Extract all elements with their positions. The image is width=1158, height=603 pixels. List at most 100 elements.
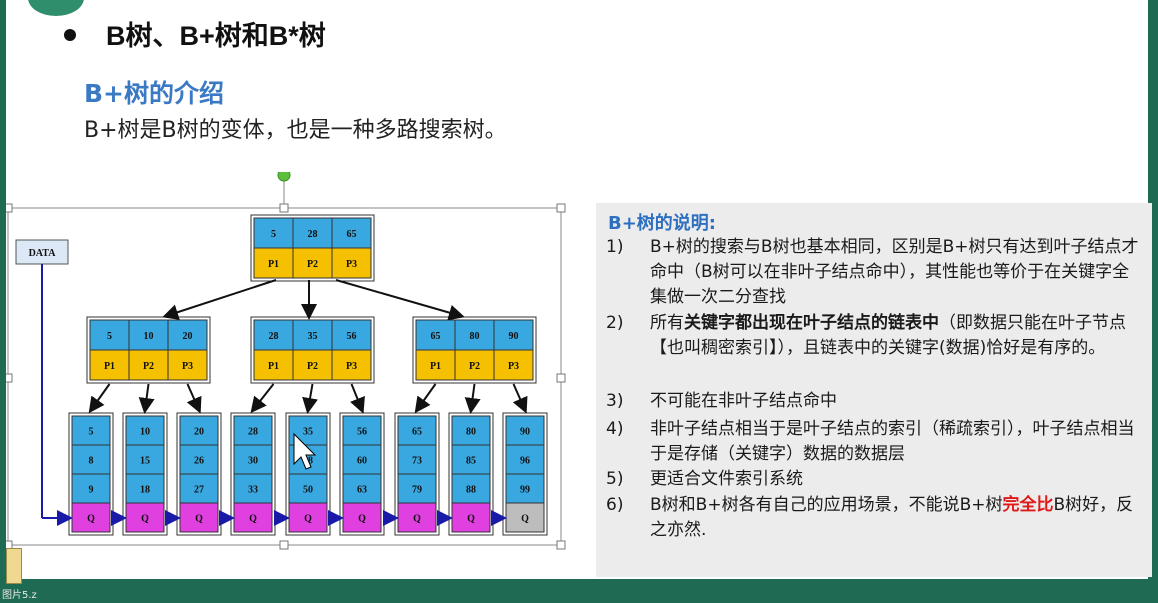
leaf-key-cell bbox=[288, 473, 328, 504]
leaf-key: 33 bbox=[248, 485, 258, 496]
leaf-key-cell bbox=[71, 415, 111, 446]
tree-arrow bbox=[138, 383, 155, 414]
item-number: 5) bbox=[606, 469, 624, 489]
item-text-pre: 所有 bbox=[650, 313, 684, 333]
slide-title: B树、B+树和B*树 bbox=[106, 21, 326, 51]
inner-node-ptr: P3 bbox=[508, 361, 519, 372]
tree-arrow bbox=[302, 383, 318, 414]
leaf-key: 60 bbox=[357, 456, 367, 467]
item-text: 所有关键字都出现在叶子结点的链表中（即数据只能在叶子节点【也叫稠密索引】），且链… bbox=[650, 311, 1140, 361]
leaf-key-cell bbox=[397, 415, 437, 446]
leaf-key-cell bbox=[233, 415, 273, 446]
leaf-link: Q bbox=[358, 514, 366, 525]
leaf-key-cell bbox=[505, 415, 545, 446]
leaf-key-cell bbox=[125, 415, 165, 446]
leaf-key-cell bbox=[233, 444, 273, 475]
root-node-ptr: P1 bbox=[268, 259, 279, 270]
leaf-key-cell bbox=[342, 473, 382, 504]
file-icon[interactable] bbox=[6, 548, 22, 584]
leaf-key: 80 bbox=[466, 427, 476, 438]
leaf-key-cell bbox=[397, 444, 437, 475]
leaf-key: 90 bbox=[520, 427, 530, 438]
item-number: 2) bbox=[606, 313, 624, 333]
leaf-link: Q bbox=[467, 514, 475, 525]
leaf-key: 85 bbox=[466, 456, 476, 467]
leaf-key: 28 bbox=[248, 427, 258, 438]
inner-node-ptr: P1 bbox=[104, 361, 115, 372]
tree-arrow bbox=[162, 279, 277, 320]
leaf-key: 73 bbox=[412, 456, 422, 467]
item-text: B树和B+树各有自己的应用场景，不能说B+树完全比B树好，反之亦然. bbox=[650, 493, 1140, 543]
inner-node-key: 5 bbox=[107, 331, 112, 342]
inner-node-ptr-cell bbox=[89, 349, 130, 381]
root-node-outline bbox=[250, 214, 375, 282]
item-text: 不可能在非叶子结点命中 bbox=[650, 391, 837, 411]
bullet-icon bbox=[64, 29, 76, 41]
inner-node-outline bbox=[86, 316, 211, 384]
leaf-link: Q bbox=[304, 514, 312, 525]
leaf-key-cell bbox=[179, 473, 219, 504]
leaf-key-cell bbox=[451, 473, 491, 504]
item-number: 6) bbox=[606, 495, 624, 515]
leaf-link-cell bbox=[451, 502, 491, 533]
inner-node-key-cell bbox=[89, 319, 130, 351]
item-text-post: B树好，反之亦然. bbox=[650, 495, 1134, 540]
item-text-pre: B树和B+树各有自己的应用场景，不能说B+树 bbox=[650, 495, 1003, 515]
inner-node-key: 28 bbox=[269, 331, 279, 342]
root-node-ptr-cell bbox=[292, 247, 333, 279]
corner-decoration bbox=[28, 0, 84, 16]
leaf-key: 65 bbox=[412, 427, 422, 438]
inner-node-key-cell bbox=[253, 319, 294, 351]
data-label: DATA bbox=[29, 248, 57, 259]
leaf-key-cell bbox=[179, 415, 219, 446]
inner-node-key-cell bbox=[167, 319, 208, 351]
item-text: 非叶子结点相当于是叶子结点的索引（稀疏索引），叶子结点相当于是存储（关键字）数据… bbox=[650, 419, 1135, 464]
item-text: B+树的搜索与B树也基本相同，区别是B+树只有达到叶子结点才命中（B树可以在非叶… bbox=[650, 237, 1139, 307]
leaf-key: 20 bbox=[194, 427, 204, 438]
tree-arrow bbox=[512, 383, 528, 414]
tree-arrow bbox=[335, 279, 465, 321]
tree-arrow bbox=[350, 383, 365, 414]
leaf-link-cell bbox=[125, 502, 165, 533]
leaf-key: 56 bbox=[357, 427, 367, 438]
inner-node-ptr: P2 bbox=[469, 361, 480, 372]
leaf-link: Q bbox=[521, 514, 529, 525]
resize-handle bbox=[279, 203, 289, 213]
item-text-post: （即数据只能在叶子节点【也叫稠密索引】），且链表中的关键字(数据)恰好是有序的。 bbox=[650, 313, 1126, 358]
leaf-link-cell bbox=[71, 502, 111, 533]
item-number: 3) bbox=[606, 391, 624, 411]
inner-node-key-cell bbox=[454, 319, 495, 351]
inner-node-ptr-cell bbox=[454, 349, 495, 381]
cursor-icon bbox=[293, 432, 317, 470]
leaf-key: 27 bbox=[194, 485, 204, 496]
leaf-key: 63 bbox=[357, 485, 367, 496]
inner-node-ptr-cell bbox=[331, 349, 372, 381]
leaf-key: 30 bbox=[248, 456, 258, 467]
leaf-key-cell bbox=[505, 473, 545, 504]
inner-node-ptr-cell bbox=[128, 349, 169, 381]
root-node-ptr-cell bbox=[253, 247, 294, 279]
leaf-link: Q bbox=[195, 514, 203, 525]
leaf-link: Q bbox=[413, 514, 421, 525]
leaf-key: 79 bbox=[412, 485, 422, 496]
leaf-key-cell bbox=[397, 473, 437, 504]
leaf-link: Q bbox=[87, 514, 95, 525]
inner-node-key: 90 bbox=[509, 331, 519, 342]
leaf-key: 88 bbox=[466, 485, 476, 496]
tree-arrow bbox=[88, 383, 111, 414]
item-text: 更适合文件索引系统 bbox=[650, 469, 803, 489]
rotate-handle bbox=[277, 172, 291, 182]
footer-label: 图片5.z bbox=[2, 590, 37, 601]
tree-arrow bbox=[250, 383, 275, 414]
leaf-key-cell bbox=[71, 444, 111, 475]
inner-node-ptr: P2 bbox=[307, 361, 318, 372]
leaf-key: 99 bbox=[520, 485, 530, 496]
frame-right bbox=[1148, 0, 1158, 603]
item-text-red: 完全比 bbox=[1002, 495, 1054, 515]
section-title: B+树的介绍 bbox=[84, 79, 225, 108]
inner-node-key: 35 bbox=[308, 331, 318, 342]
tree-arrow bbox=[414, 383, 437, 414]
leaf-key-cell bbox=[125, 444, 165, 475]
inner-node-ptr: P1 bbox=[268, 361, 279, 372]
